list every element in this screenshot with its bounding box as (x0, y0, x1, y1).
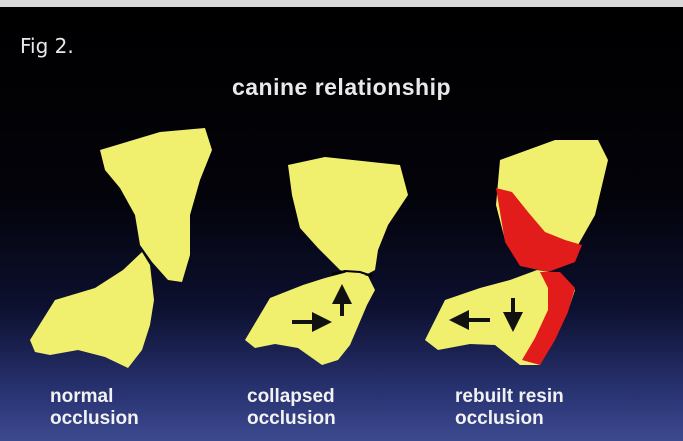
caption-collapsed-occlusion: collapsed occlusion (247, 386, 336, 430)
caption-line: occlusion (50, 408, 139, 430)
caption-normal-occlusion: normal occlusion (50, 386, 139, 430)
upper-canine-tooth (288, 157, 408, 278)
panel-normal-occlusion (30, 128, 212, 368)
lower-canine-tooth (245, 272, 375, 365)
caption-line: normal (50, 386, 139, 408)
caption-line: rebuilt resin (455, 386, 564, 408)
panel-collapsed-occlusion (245, 157, 408, 365)
caption-line: occlusion (247, 408, 336, 430)
caption-line: collapsed (247, 386, 336, 408)
caption-line: occlusion (455, 408, 564, 430)
caption-rebuilt-resin-occlusion: rebuilt resin occlusion (455, 386, 564, 430)
upper-canine-tooth (100, 128, 212, 282)
panel-rebuilt-resin-occlusion (425, 140, 608, 365)
lower-canine-tooth (30, 252, 154, 368)
